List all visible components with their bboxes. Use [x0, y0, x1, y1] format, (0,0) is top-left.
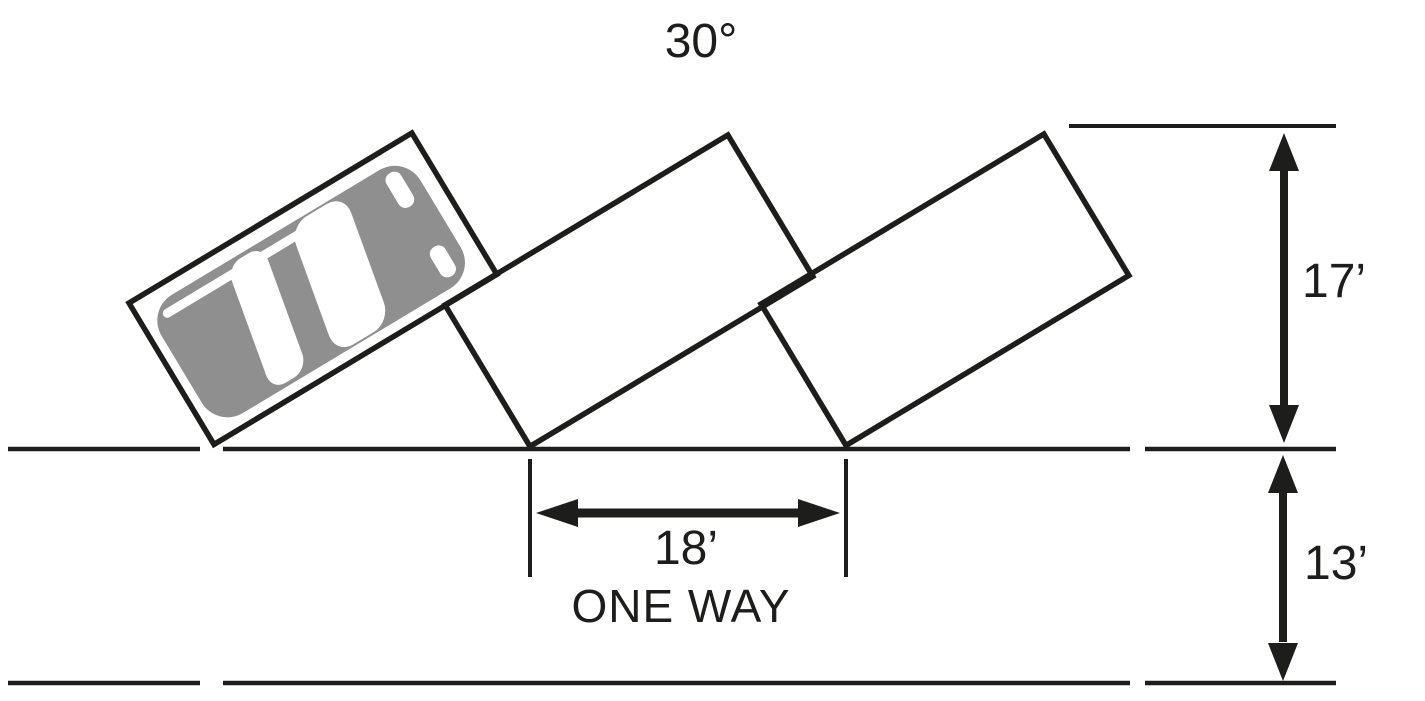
lane-width-dimension: 13’	[1268, 455, 1368, 681]
angle-label: 30°	[665, 15, 738, 68]
lane-width-label: 13’	[1304, 537, 1368, 590]
parking-stall-3	[757, 130, 1133, 450]
parking-stall-1	[125, 129, 501, 449]
arrow-right-icon	[798, 499, 840, 527]
arrow-up-icon	[1268, 455, 1298, 493]
stall-spacing-label: 18’	[654, 522, 718, 575]
one-way-label: ONE WAY	[571, 580, 790, 632]
arrow-down-icon	[1269, 405, 1299, 443]
headlight-slot-top	[385, 171, 415, 208]
stall-depth-label: 17’	[1302, 255, 1366, 308]
arrow-up-icon	[1269, 133, 1299, 171]
arrow-left-icon	[536, 499, 578, 527]
rear-window-stripe	[231, 251, 304, 385]
car-body	[157, 165, 465, 418]
arrow-down-icon	[1268, 643, 1298, 681]
stall-depth-dimension: 17’	[1269, 133, 1366, 443]
windshield-stripe	[294, 201, 386, 348]
car-graphic	[157, 165, 465, 418]
parking-stall-2	[441, 131, 817, 451]
headlight-slot-bottom	[429, 245, 456, 278]
stall-spacing-dimension: 18’	[528, 459, 848, 577]
